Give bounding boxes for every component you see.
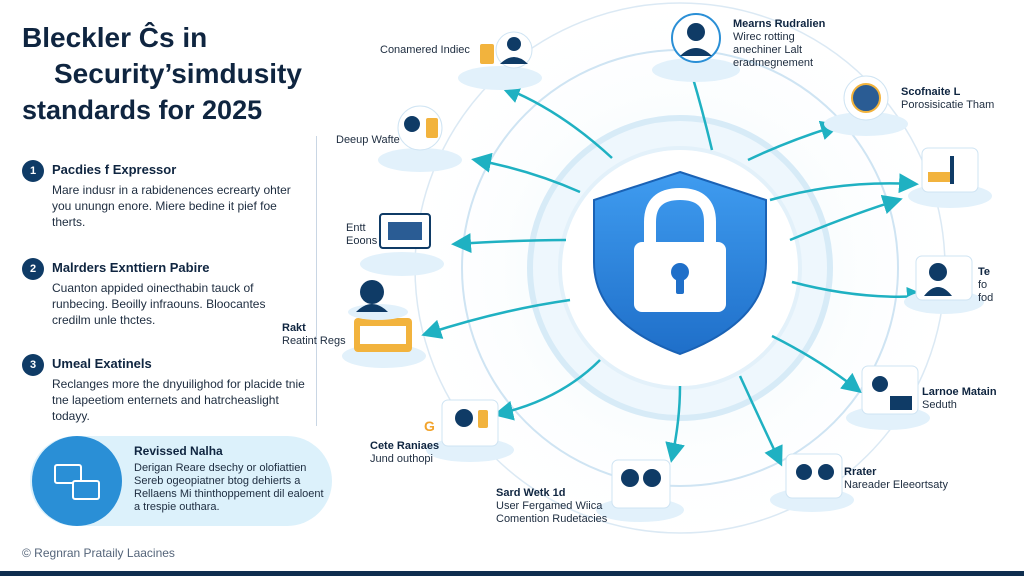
step-heading: Pacdies f Expressor: [52, 162, 177, 177]
cards-icon: [32, 436, 122, 526]
arrow-right-3: [789, 194, 903, 242]
arrow-bottom-left: [493, 359, 601, 421]
step-body: Cuanton appided oinecthabin tauck of run…: [52, 281, 266, 327]
arrow-right-1: [747, 120, 841, 162]
arrow-right-4: [791, 280, 927, 307]
node-right-4[interactable]: [846, 365, 930, 430]
node-left-3[interactable]: [342, 318, 426, 368]
arrow-bottom-mid: [665, 385, 685, 463]
callout-heading: Revissed Nalha: [134, 444, 223, 458]
step-body: Mare indusr in a rabidenences ecrearty o…: [52, 183, 291, 229]
arrow-left-2: [451, 233, 567, 254]
arrow-left-3: [421, 298, 571, 339]
node-top-right[interactable]: [652, 13, 740, 82]
bottom-bar: [0, 571, 1024, 576]
shield-lock-icon: [593, 170, 767, 356]
node-label-top-left-a: Conamered Indiec: [380, 44, 470, 56]
node-left-1[interactable]: [378, 105, 462, 172]
node-bottom-left[interactable]: [426, 399, 514, 462]
page-title: Bleckler Ĉs in Security’simdusity standa…: [22, 20, 332, 128]
node-left-4[interactable]: [348, 280, 408, 320]
title-line-3: standards for 2025: [22, 95, 263, 125]
step-number: 2: [22, 258, 44, 280]
node-top-left-a[interactable]: [458, 31, 542, 90]
node-label-left-1: Deeup Wafte: [336, 134, 400, 146]
arrow-left-1: [471, 152, 581, 194]
arrow-bottom-right: [738, 375, 783, 467]
arrow-right-5: [771, 334, 862, 394]
step-heading: Malrders Exnttiern Pabire: [52, 260, 210, 275]
divider-line: [316, 136, 317, 426]
step-number: 1: [22, 160, 44, 182]
step-number: 3: [22, 354, 44, 376]
footer-note: © Regnran Prataily Laacines: [22, 546, 175, 560]
arrow-right-2: [769, 173, 919, 202]
callout-body: Derigan Reare dsechy or olofiattien Sere…: [134, 462, 324, 513]
step-heading: Umeal Exatinels: [52, 356, 152, 371]
title-line-2: Security’simdusity: [54, 58, 302, 89]
node-left-2[interactable]: [360, 213, 444, 276]
node-right-2[interactable]: [908, 147, 992, 208]
step-body: Reclanges more the dnyuilighod for placi…: [52, 377, 305, 423]
arrow-top-left: [500, 84, 613, 159]
node-right-3[interactable]: [904, 255, 984, 314]
callout-box: Revissed Nalha Derigan Reare dsechy or o…: [30, 436, 332, 526]
title-line-1: Bleckler Ĉs in: [22, 22, 208, 53]
node-bottom-right[interactable]: [770, 453, 854, 512]
node-right-1[interactable]: [824, 75, 908, 136]
callout-letter: G: [424, 418, 435, 434]
node-bottom-mid[interactable]: [596, 459, 684, 522]
